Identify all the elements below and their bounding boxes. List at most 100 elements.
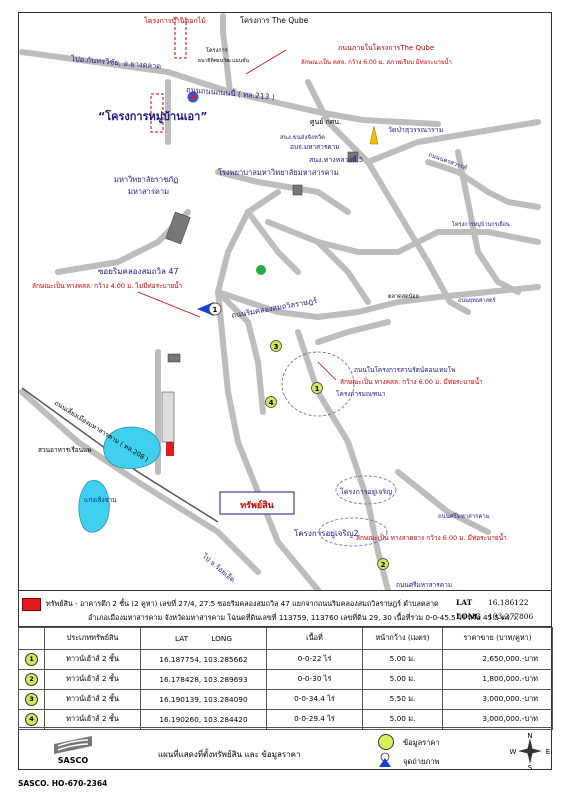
row-price: 2,650,000.-บาท [442, 649, 553, 670]
compass-n: N [527, 732, 532, 740]
asset-location[interactable] [166, 442, 174, 456]
price-pin-2[interactable]: 2 [377, 558, 389, 570]
svg-text:2: 2 [381, 561, 386, 569]
clinic-icon [256, 265, 266, 275]
label-project-1-name: โครงการมณฑนา [336, 390, 386, 398]
header-long: LONG [211, 634, 232, 643]
asset-lat-value: 16.186122 [488, 598, 529, 607]
row-number-badge: 3 [25, 693, 38, 706]
footer-title: แผนที่แสดงที่ตั้งทรัพย์สิน และ ข้อมูลราค… [158, 750, 301, 759]
footer: SASCO แผนที่แสดงที่ตั้งทรัพย์สิน และ ข้อ… [18, 727, 552, 770]
project-village-1-ellipse [335, 475, 397, 505]
legend-price-label: ข้อมูลราคา [403, 738, 440, 747]
svg-text:4: 4 [269, 399, 274, 407]
svg-text:1: 1 [213, 306, 218, 314]
compass-icon: N S E W [510, 732, 550, 770]
table-row: 4 ทาวน์เฮ้าส์ 2 ชั้น 16.190260, 103.2844… [18, 709, 553, 730]
row-price: 1,800,000.-บาท [442, 669, 553, 690]
row-number-cell: 4 [18, 709, 45, 730]
row-coords: 16.190260, 103.284420 [140, 709, 267, 730]
legend-photo-label: จุดถ่ายภาพ [403, 757, 440, 766]
compass-s: S [528, 764, 533, 770]
asset-label-box [219, 491, 295, 515]
row-coords: 16.187754, 103.285662 [140, 649, 267, 670]
label-project-1-desc-2: ลักษณะเป็น ทางคสล. กว้าง 6.00 ม. มีท่อระ… [340, 377, 483, 386]
label-qube-road: ถนนภายในโครงการThe Qube [338, 43, 434, 52]
photo-point-icon [379, 752, 391, 767]
asset-info-bar: ทรัพย์สิน - อาคารตึก 2 ชั้น (2 คูหา) เลข… [18, 590, 552, 627]
label-the-cube: โครงการ The Qube [240, 16, 309, 25]
table-row: 1 ทาวน์เฮ้าส์ 2 ชั้น 16.187754, 103.2856… [18, 649, 553, 670]
row-frontage: 5.00 ม. [362, 669, 443, 690]
label-highway-office: สนง.ทางหลวงที่ 5 [309, 155, 363, 164]
header-no [18, 627, 45, 650]
label-to-roiet: ไป จ.ร้อยเอ็ด [200, 551, 237, 584]
label-project-small: โครงการ [206, 46, 228, 54]
svg-text:1: 1 [315, 385, 320, 393]
project-1-pointer [317, 361, 337, 381]
asset-lat-label: LAT [456, 598, 473, 607]
asset-long-label: LONG [456, 612, 482, 621]
header-lat: LAT [175, 634, 189, 643]
fuel-station-icon-dot [190, 94, 196, 100]
table-row: 3 ทาวน์เฮ้าส์ 2 ชั้น 16.190139, 103.2840… [18, 689, 553, 710]
row-price: 3,000,000.-บาท [442, 689, 553, 710]
row-number-badge: 1 [25, 653, 38, 666]
row-area: 0-0-22 ไร่ [266, 649, 363, 670]
label-road-kantharawichai: ไปอ.กันทรวิชัย, อ.ยางตลาด [70, 54, 162, 71]
page-frame [18, 12, 552, 770]
price-pin-1[interactable]: 1 [311, 382, 323, 394]
asset-long-value: 103.277806 [488, 612, 534, 621]
project-village-2-ellipse [318, 517, 388, 547]
compass-e: E [546, 748, 550, 756]
logo-text: SASCO [58, 756, 89, 765]
label-park-1: สวนอาหารเรือนแพ [38, 446, 92, 454]
row-number-badge: 4 [25, 713, 38, 726]
row-area: 0-0-34.4 ไร่ [266, 689, 363, 710]
label-asset: ทรัพย์สิน [240, 499, 274, 511]
label-hospital: โรงพยาบาลมหาวิทยาลัยมหาสารคาม [218, 168, 339, 177]
label-project-village-1: โครงการอยู่เจริญ [340, 487, 392, 496]
label-project-village-2: โครงการอยู่เจริญ2 [294, 528, 359, 539]
label-office-1: สนง.ขนส่งจังหวัด [280, 134, 325, 141]
price-table: ประเภททรัพย์สิน LAT LONG เนื้อที่ หน้ากว… [18, 627, 553, 730]
project-1-ellipse [281, 351, 355, 417]
label-temple: วัดป่าสุวรรณาราม [388, 126, 443, 134]
header-coords: LAT LONG [140, 627, 267, 650]
label-project-1-desc-1: ถนนในโครงการสวนรัตน์คอนเทมโพ [354, 366, 456, 374]
map-labels: โครงการ The Qube โครงการบ้านดอกไม้ โครงก… [32, 16, 510, 589]
asset-description-line2: อำเภอเมืองมหาสารคาม จังหวัดมหาสารคาม โฉน… [88, 613, 519, 622]
row-price: 3,000,000.-บาท [442, 709, 553, 730]
row-number-cell: 3 [18, 689, 45, 710]
row-coords: 16.190139, 103.284090 [140, 689, 267, 710]
road-network [19, 13, 541, 590]
label-univ-1: มหาวิทยาลัยราชภัฏ [114, 175, 178, 184]
soi-pointer [137, 291, 201, 318]
header-area: เนื้อที่ [266, 627, 363, 650]
row-type: ทาวน์เฮ้าส์ 2 ชั้น [44, 649, 141, 670]
buildings [161, 151, 359, 443]
location-map[interactable]: 1 1 2 3 4 โครงการ The Qube โครงการบ้านดอ… [18, 12, 552, 590]
row-number-badge: 2 [25, 673, 38, 686]
label-center: ศูนย์ กศน. [310, 118, 341, 126]
row-number-cell: 2 [18, 669, 45, 690]
compass-w: W [510, 748, 517, 756]
document-code: SASCO. HO-670-2364 [18, 779, 108, 788]
row-frontage: 5.50 ม. [362, 689, 443, 710]
ring-road-line [21, 387, 219, 523]
lake-upper [103, 426, 161, 469]
price-pin-3[interactable]: 3 [270, 340, 282, 352]
sasco-logo: SASCO [54, 736, 92, 765]
row-area: 0-0-30 ไร่ [266, 669, 363, 690]
label-market: ตลาดสดน้อย [388, 293, 419, 300]
label-village-project: “โครงการหมู่บ้านเอา” [98, 109, 207, 124]
label-qube-road-desc: ลักษณะเป็น คสล. กว้าง 6.00 ม. สภาพเรียบ … [301, 56, 452, 66]
label-road-south-3: ถนนศรีมหาสารคาม [396, 581, 452, 589]
qube-pointer [245, 49, 287, 75]
header-type: ประเภททรัพย์สิน [44, 627, 141, 650]
price-pin-4[interactable]: 4 [265, 396, 277, 408]
label-soi-desc: ลักษณะเป็น ทางคสล. กว้าง 4.00 ม. ไม่มีท่… [32, 281, 183, 290]
header-price: ราคาขาย (บาท/คูหา) [442, 627, 553, 650]
row-number-cell: 1 [18, 649, 45, 670]
table-row: 2 ทาวน์เฮ้าส์ 2 ชั้น 16.178428, 103.2896… [18, 669, 553, 690]
